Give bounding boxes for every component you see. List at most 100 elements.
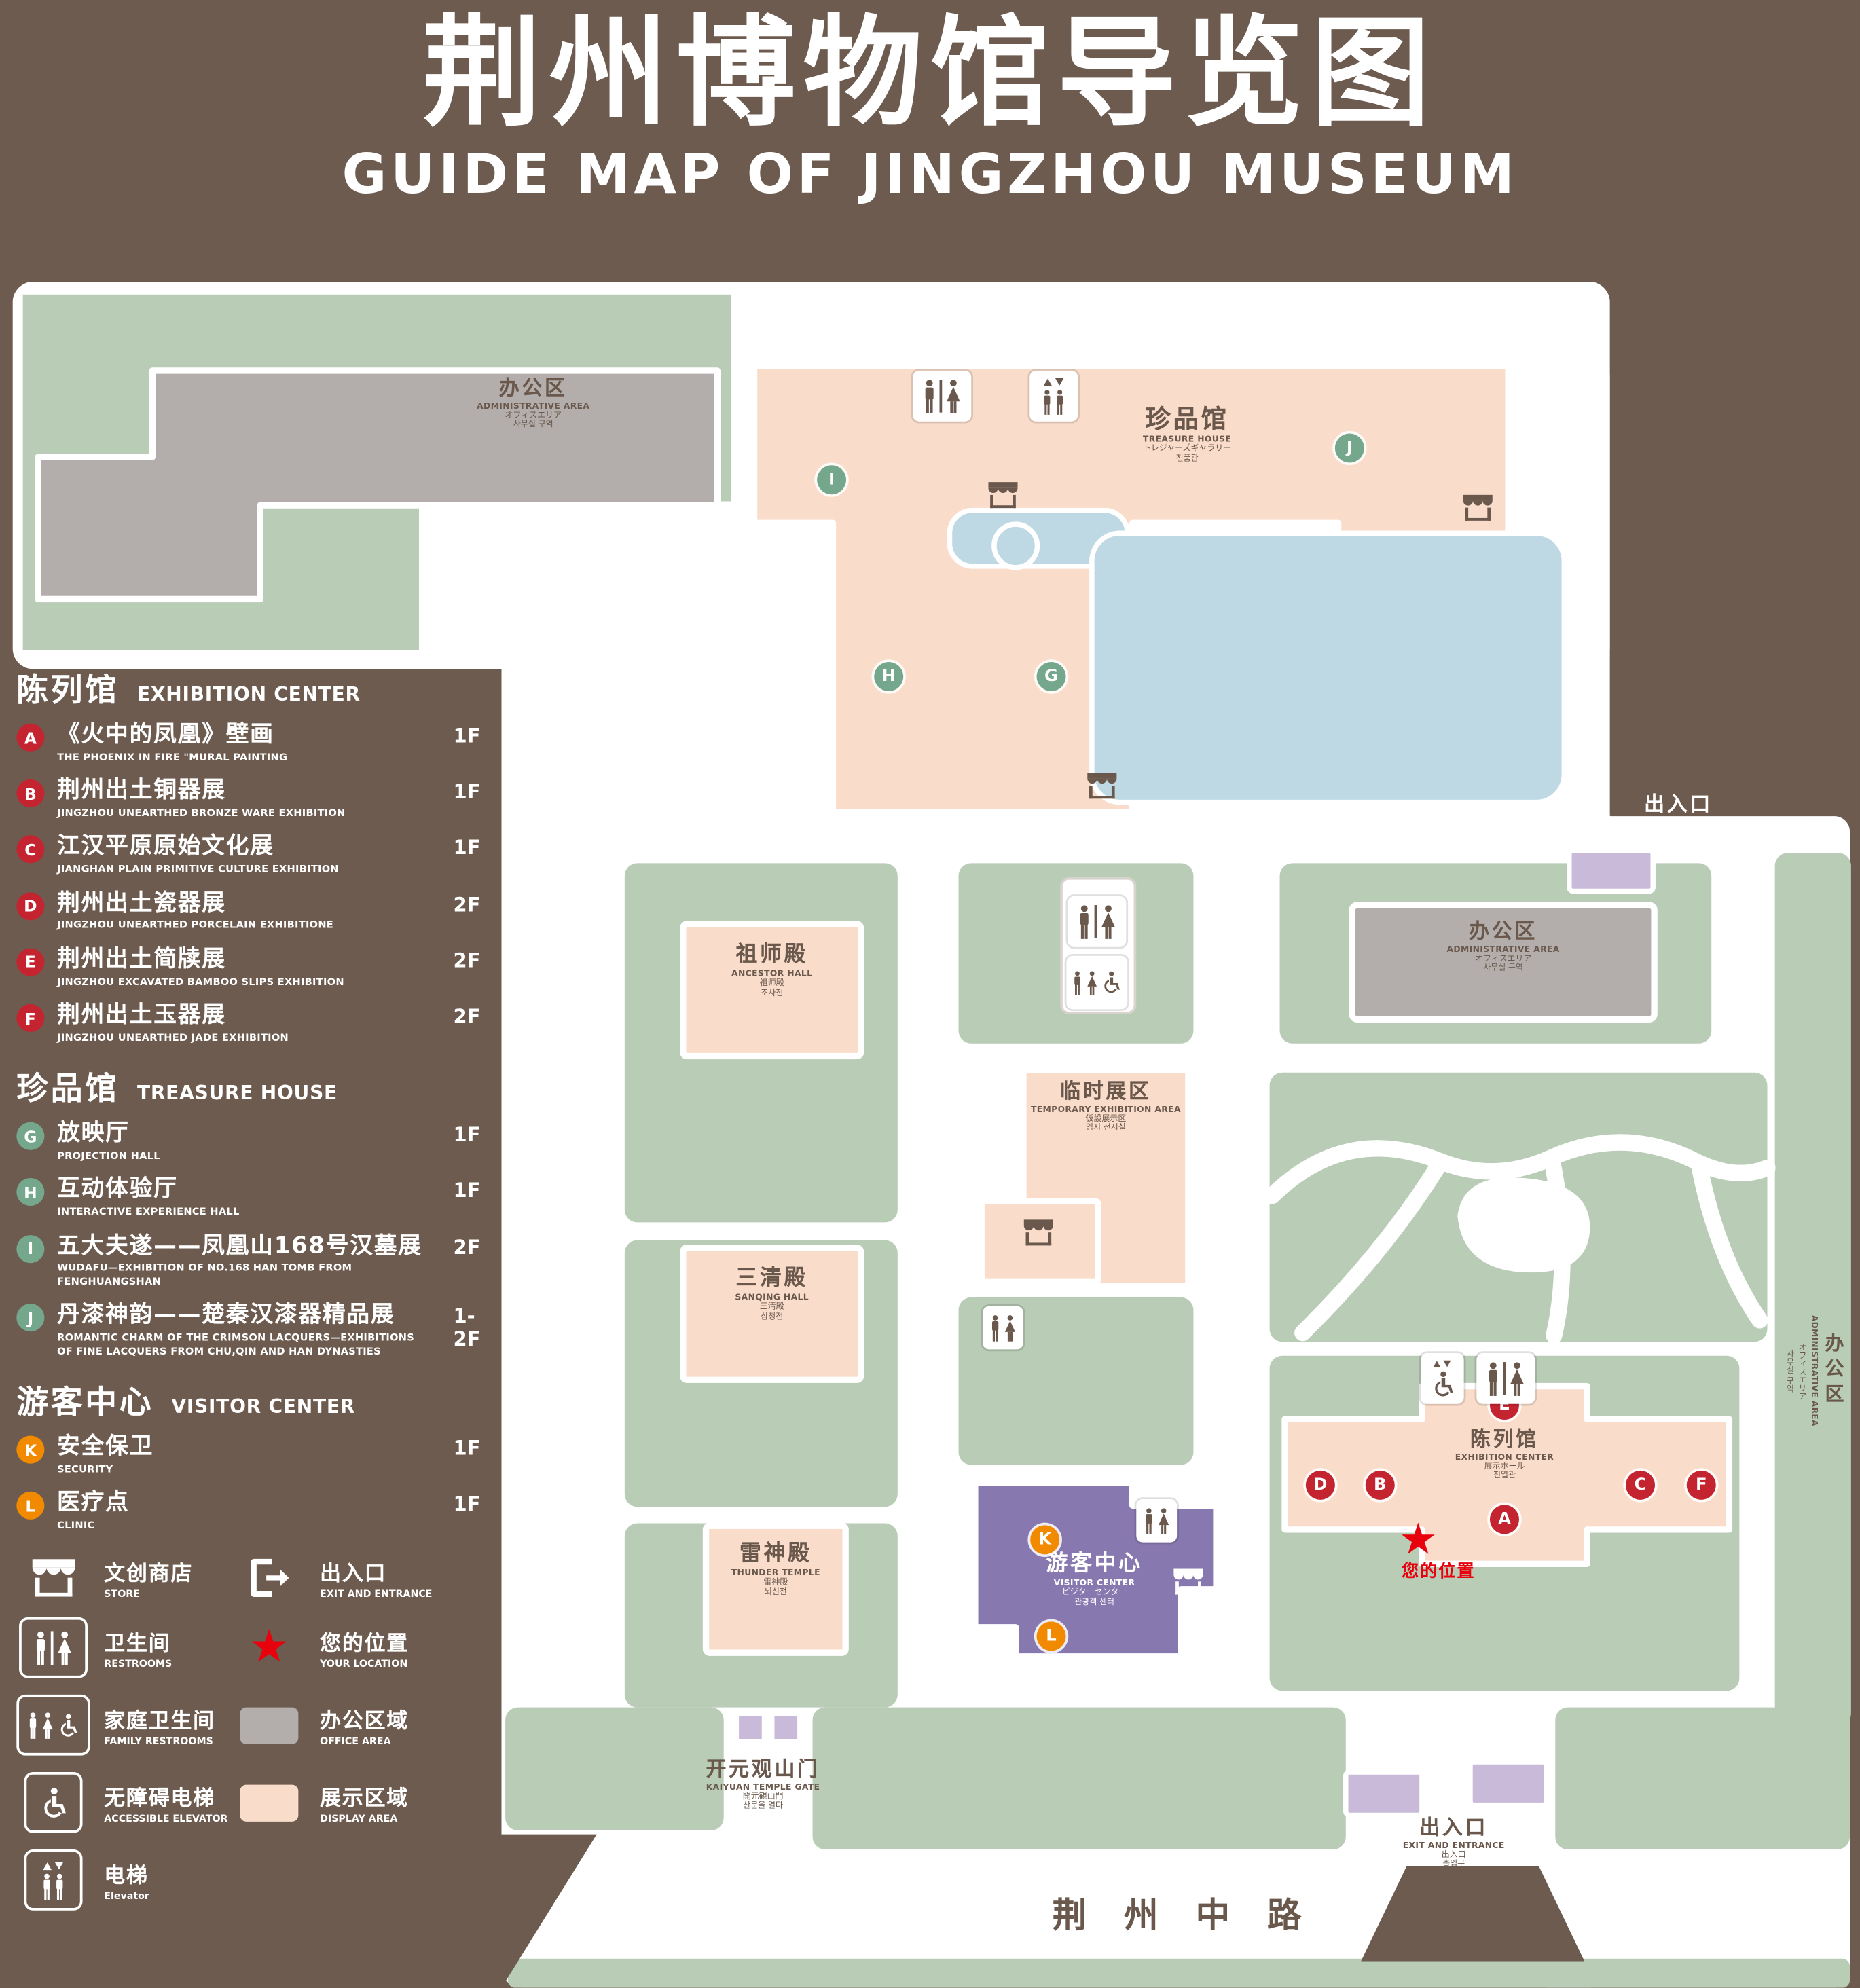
- map-marker-F: F: [1686, 1470, 1716, 1500]
- treasure-house-ja: トレジャーズギャラリー: [1142, 443, 1232, 454]
- legend-item-letter-badge: L: [16, 1492, 45, 1520]
- green-south-mid: [812, 1707, 1346, 1850]
- family-restroom-icon: [16, 1695, 90, 1756]
- legend-item-name-zh: 荆州出土玉器展: [57, 1001, 226, 1029]
- exit-icon: [232, 1556, 306, 1601]
- entrance-ne: [1567, 847, 1656, 894]
- gate-ko: 산문을 열다: [743, 1800, 784, 1811]
- legend-symbol-zh: 电梯: [104, 1864, 149, 1888]
- store-white-icon: [1172, 1568, 1204, 1596]
- legend-item-name-zh: 放映厅: [57, 1120, 130, 1147]
- legend-symbol-zh: 展示区域: [320, 1786, 409, 1811]
- legend-item-letter-badge: K: [16, 1435, 45, 1464]
- legend-item-floor: 1F: [453, 1124, 481, 1147]
- legend-section-visitor-center: 游客中心 VISITOR CENTER K 安全保卫 SECURITY 1F L…: [16, 1378, 501, 1533]
- legend-item-letter-badge: I: [16, 1234, 45, 1263]
- label-visitor-center: 游客中心 VISITOR CENTER ビジターセンター 관광객 센터: [1046, 1551, 1143, 1608]
- legend-symbol-zh: 家庭卫生间: [104, 1709, 215, 1733]
- legend-sections: 陈列馆 EXHIBITION CENTER A 《火中的凤凰》壁画 THE PH…: [16, 665, 501, 1533]
- legend-symbol-text: 家庭卫生间 FAMILY RESTROOMS: [104, 1704, 215, 1748]
- exit-ne-zh: 出入口: [1644, 792, 1713, 817]
- legend-item-floor: 1F: [453, 1179, 481, 1203]
- entrance-south-right: [1467, 1759, 1549, 1808]
- map-marker-B: B: [1365, 1470, 1395, 1500]
- label-treasure-house: 珍品馆 TREASURE HOUSE トレジャーズギャラリー 진품관: [1143, 404, 1231, 465]
- legend-item-name-zh: 荆州出土瓷器展: [57, 889, 226, 917]
- green-roadside: [507, 1958, 1850, 1988]
- exit-south-zh: 出入口: [1419, 1815, 1489, 1840]
- legend-symbol-en: OFFICE AREA: [320, 1735, 391, 1748]
- legend-item-D: D 荆州出土瓷器展 JINGZHOU UNEARTHED PORCELAIN E…: [16, 889, 501, 933]
- exit-ne-ko: 출입구: [1667, 835, 1690, 846]
- legend-item-C: C 江汉平原原始文化展 JIANGHAN PLAIN PRIMITIVE CUL…: [16, 834, 501, 877]
- exhibition-center-ko: 진열관: [1493, 1470, 1516, 1481]
- visitor-center-en: VISITOR CENTER: [1053, 1577, 1135, 1588]
- legend-section-title-en: TREASURE HOUSE: [136, 1082, 338, 1105]
- map-marker-A: A: [1489, 1505, 1519, 1534]
- legend-item-name-zh: 江汉平原原始文化展: [57, 833, 274, 860]
- legend-item-text: 荆州出土玉器展 JINGZHOU UNEARTHED JADE EXHIBITI…: [57, 1001, 289, 1045]
- family-restroom-icon: [1066, 955, 1128, 1010]
- legend-item-floor: 2F: [453, 1005, 481, 1029]
- legend-symbol-family-restroom-icon: 家庭卫生间 FAMILY RESTROOMS: [16, 1695, 232, 1756]
- admin-ne-zh: 办公区: [1469, 919, 1538, 944]
- green-south-left: [505, 1707, 724, 1830]
- legend-item-B: B 荆州出土铜器展 JINGZHOU UNEARTHED BRONZE WARE…: [16, 777, 501, 820]
- legend-item-name-en: SECURITY: [57, 1463, 113, 1475]
- legend-item-name-zh: 安全保卫: [57, 1433, 154, 1460]
- legend-item-K: K 安全保卫 SECURITY 1F: [16, 1433, 501, 1477]
- treasure-house-en: TREASURE HOUSE: [1142, 435, 1232, 445]
- map-title-zh: 荆州博物馆导览图: [422, 5, 1438, 144]
- legend-item-letter-badge: G: [16, 1122, 45, 1151]
- legend-item-name-en: CLINIC: [57, 1519, 95, 1531]
- legend-section-title-zh: 珍品馆: [16, 1070, 120, 1107]
- exit-icon: [1584, 805, 1620, 840]
- map-marker-H: H: [874, 661, 904, 691]
- legend-item-letter-badge: F: [16, 1004, 45, 1033]
- legend-item-text: 互动体验厅 INTERACTIVE EXPERIENCE HALL: [57, 1177, 239, 1219]
- legend-item-letter-badge: J: [16, 1304, 45, 1332]
- visitor-center-zh: 游客中心: [1046, 1551, 1143, 1577]
- exhibition-center-zh: 陈列馆: [1470, 1426, 1539, 1451]
- legend-symbol-zh: 出入口: [320, 1562, 387, 1587]
- visitor-center-ko: 관광객 센터: [1074, 1596, 1114, 1607]
- legend-item-letter-badge: A: [16, 723, 45, 752]
- legend-item-name-zh: 五大夫遂——凤凰山168号汉墓展: [57, 1232, 422, 1259]
- legend-item-name-en: JINGZHOU UNEARTHED BRONZE WARE EXHIBITIO…: [57, 807, 346, 819]
- label-ancestor-hall: 祖师殿 ANCESTOR HALL 祖师殿 조사전: [731, 942, 812, 998]
- admin-ne-ja: オフィスエリア: [1474, 953, 1532, 963]
- sanqing-en: SANQING HALL: [735, 1291, 809, 1302]
- legend-item-floor: 1F: [453, 1437, 481, 1460]
- treasure-house-zh: 珍品馆: [1145, 403, 1229, 435]
- accessible-elevator-icon: [1421, 1352, 1464, 1404]
- legend-section-title: 陈列馆 EXHIBITION CENTER: [16, 665, 501, 711]
- legend-item-floor: 1F: [453, 1493, 481, 1516]
- office-area-swatch: [232, 1707, 306, 1744]
- legend-item-floor: 1F: [453, 724, 481, 748]
- gate-zh: 开元观山门: [706, 1756, 820, 1782]
- legend-item-name-en: THE PHOENIX IN FIRE "MURAL PAINTING: [57, 751, 288, 763]
- legend-item-letter-badge: B: [16, 779, 45, 808]
- accessible-elevator-icon: [16, 1772, 90, 1834]
- exhibition-center-ja: 展示ホール: [1484, 1460, 1525, 1471]
- legend-symbol-en: FAMILY RESTROOMS: [104, 1735, 213, 1748]
- pond: [1089, 530, 1567, 805]
- legend-item-text: 丹漆神韵——楚秦汉漆器精品展 ROMANTIC CHARM OF THE CRI…: [57, 1302, 431, 1359]
- thunder-ja: 雷神殿: [763, 1576, 788, 1587]
- thunder-zh: 雷神殿: [740, 1541, 812, 1567]
- legend-section-title: 游客中心 VISITOR CENTER: [16, 1378, 501, 1423]
